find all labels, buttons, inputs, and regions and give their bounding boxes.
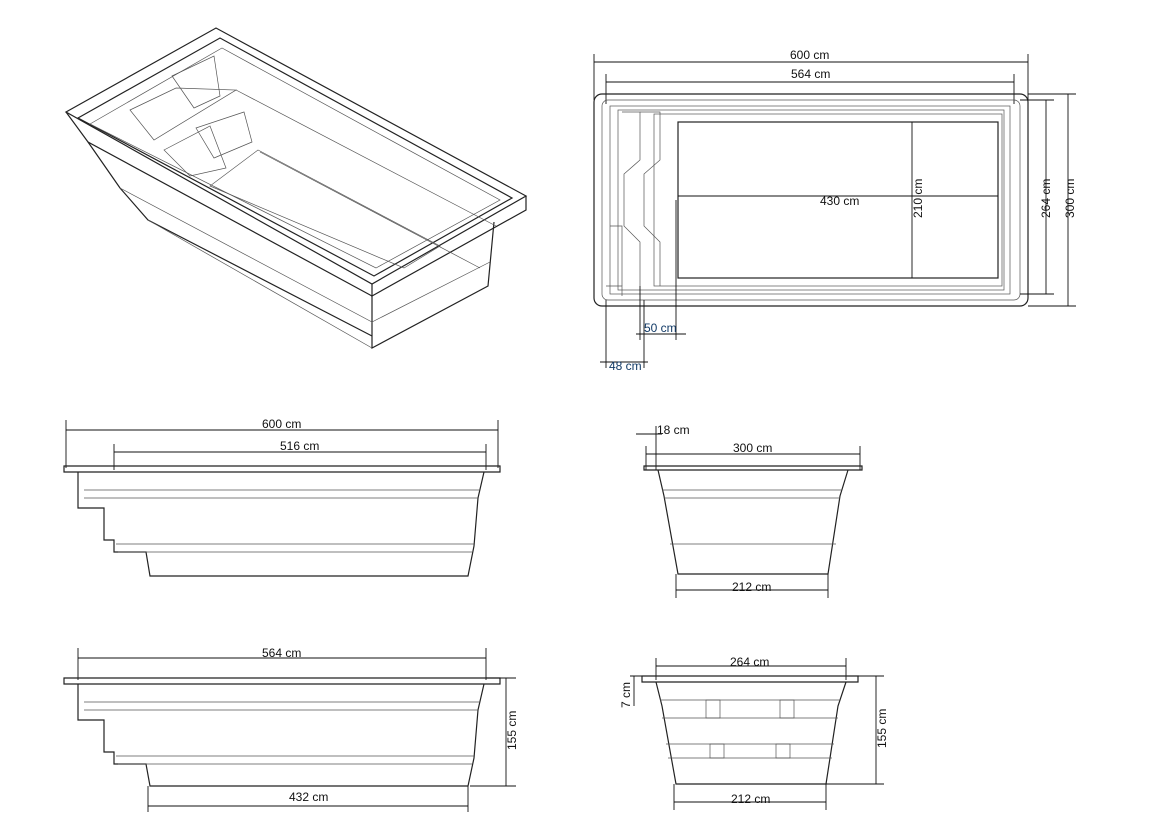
side1-dim-516: 516 cm bbox=[280, 439, 319, 453]
front1-dim-18: 18 cm bbox=[657, 423, 690, 437]
plan-dim-564: 564 cm bbox=[791, 67, 830, 81]
plan-dim-48: 48 cm bbox=[609, 359, 642, 373]
isometric-view bbox=[64, 27, 528, 350]
plan-dim-210: 210 cm bbox=[911, 179, 925, 218]
front1-dim-300: 300 cm bbox=[733, 441, 772, 455]
side-view-long: 600 cm 516 cm bbox=[63, 417, 501, 577]
plan-dim-600: 600 cm bbox=[790, 48, 829, 62]
side2-dim-155: 155 cm bbox=[505, 711, 519, 750]
side2-dim-432: 432 cm bbox=[289, 790, 328, 804]
side1-dim-600: 600 cm bbox=[262, 417, 301, 431]
plan-dim-300: 300 cm bbox=[1063, 179, 1077, 218]
side2-dim-564: 564 cm bbox=[262, 646, 301, 660]
front-view-264: 264 cm 7 cm 155 cm 212 cm bbox=[619, 655, 889, 810]
front2-dim-264: 264 cm bbox=[730, 655, 769, 669]
plan-view: 600 cm 564 cm 430 cm 210 cm 264 cm 300 c… bbox=[593, 48, 1077, 373]
front2-dim-7: 7 cm bbox=[619, 682, 633, 708]
plan-dim-50: 50 cm bbox=[644, 321, 677, 335]
front2-dim-212: 212 cm bbox=[731, 792, 770, 806]
plan-dim-430: 430 cm bbox=[820, 194, 859, 208]
front1-dim-212: 212 cm bbox=[732, 580, 771, 594]
front-view-300: 18 cm 300 cm 212 cm bbox=[636, 423, 863, 598]
front2-dim-155: 155 cm bbox=[875, 709, 889, 748]
plan-dim-264: 264 cm bbox=[1039, 179, 1053, 218]
side-view-depth: 564 cm 155 cm 432 cm bbox=[63, 646, 519, 812]
